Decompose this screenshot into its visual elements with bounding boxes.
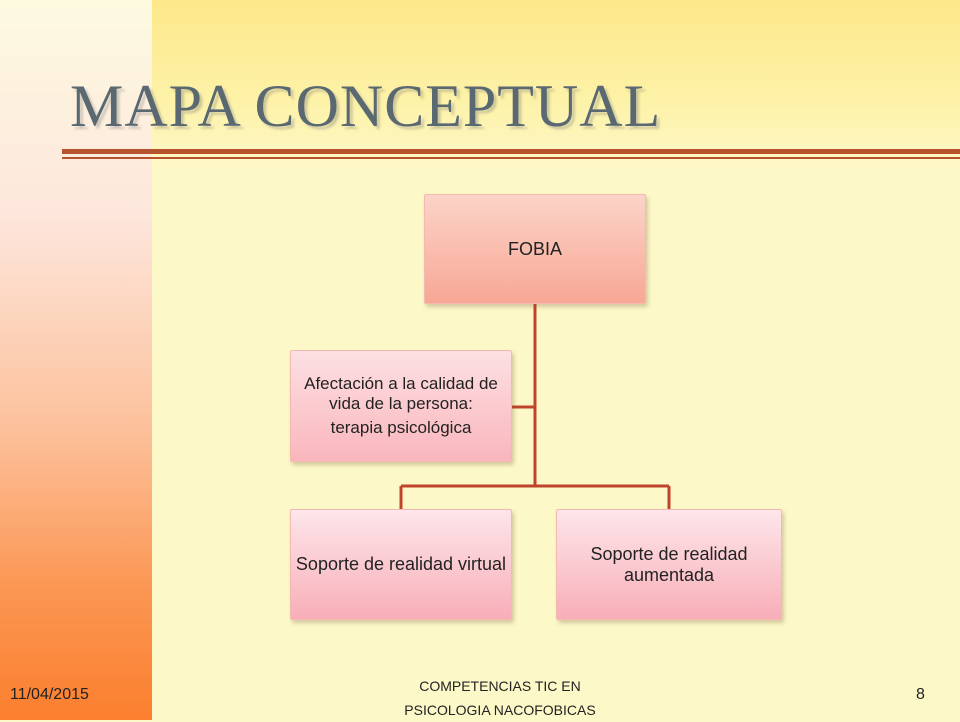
- node-afectacion-sublabel: terapia psicológica: [330, 418, 472, 437]
- footer-caption-line1: COMPETENCIAS TIC EN: [419, 678, 581, 694]
- node-realidad-aumentada: Soporte de realidad aumentada: [556, 509, 782, 620]
- footer-date: 11/04/2015: [10, 686, 89, 703]
- node-realidad-virtual-label: Soporte de realidad virtual: [295, 554, 507, 574]
- title-rule-thin: [62, 157, 960, 159]
- footer-page-number: 8: [916, 686, 925, 703]
- node-realidad-aumentada-label: Soporte de realidad aumentada: [590, 543, 748, 585]
- node-afectacion-label: Afectación a la calidad de vida de la pe…: [304, 374, 498, 413]
- footer-caption-line2: PSICOLOGIA NACOFOBICAS: [404, 702, 596, 718]
- title-rule-thick: [62, 149, 960, 154]
- slide-title: MAPA CONCEPTUAL: [70, 73, 662, 139]
- node-afectacion: Afectación a la calidad de vida de la pe…: [290, 350, 512, 462]
- left-gradient-band: [0, 0, 152, 720]
- node-fobia-label: FOBIA: [507, 238, 562, 259]
- node-fobia: FOBIA: [424, 194, 646, 304]
- top-gradient-band: [152, 0, 960, 170]
- node-realidad-virtual: Soporte de realidad virtual: [290, 509, 512, 620]
- footer-caption: COMPETENCIAS TIC EN PSICOLOGIA NACOFOBIC…: [340, 674, 660, 722]
